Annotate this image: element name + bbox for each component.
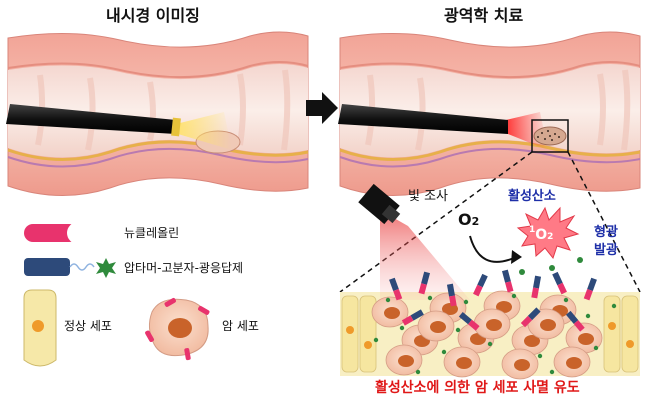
- aptamer-conjugate-icon: [24, 258, 116, 278]
- singlet-oxygen-burst: [516, 206, 580, 260]
- oxygen-o: O: [458, 210, 472, 229]
- singlet-superscript: 1: [529, 225, 536, 235]
- photosensitizer-dot: [463, 299, 469, 305]
- fluorescence-label-line1: 형광: [594, 225, 618, 240]
- tissue-cancer-nucleus: [384, 307, 400, 319]
- bound-conjugate: [418, 271, 431, 295]
- tissue-cancer-nucleus: [442, 303, 458, 315]
- photosensitizer-dot: [585, 313, 591, 319]
- light-source-lamp: [358, 183, 401, 225]
- legend-nucleolin-label: 뉴클레올린: [124, 226, 180, 240]
- singlet-o: O: [535, 227, 548, 243]
- bound-conjugate: [501, 269, 514, 293]
- photosensitizer-dot: [427, 295, 433, 301]
- right-intestine: [338, 31, 641, 197]
- singlet-subscript: 2: [547, 232, 554, 242]
- title-photodynamic-therapy: 광역학 치료: [444, 6, 524, 25]
- normal-cell-icon: [23, 289, 57, 367]
- nucleolin-icon: [24, 222, 89, 244]
- singlet-oxygen-label: 1O2: [529, 225, 554, 243]
- endoscope-left: [6, 104, 181, 137]
- photosensitizer-dot: [373, 337, 379, 343]
- photosensitizer-dot: [385, 297, 391, 303]
- photosensitizer-dot: [593, 345, 599, 351]
- tissue-cancer-nucleus: [398, 355, 414, 367]
- title-endoscopic-imaging: 내시경 이미징: [106, 6, 200, 25]
- legend-conjugate-label: 압타머-고분자-광응답제: [124, 261, 244, 275]
- endoscope-right: [338, 104, 508, 134]
- fluorescence-label-line2: 발광: [594, 243, 618, 258]
- reactive-oxygen-label: 활성산소: [508, 189, 556, 204]
- zoomed-tissue: [340, 210, 640, 380]
- bound-conjugate: [520, 307, 541, 328]
- caption-cell-death: 활성산소에 의한 암 세포 사멸 유도: [375, 380, 580, 396]
- bound-conjugate: [389, 277, 403, 301]
- bound-conjugate: [531, 275, 542, 299]
- tissue-cancer-nucleus: [514, 359, 530, 371]
- bound-conjugate: [552, 271, 567, 295]
- photosensitizer-dot: [563, 297, 569, 303]
- legend-cancer-cell-label: 암 세포: [222, 319, 259, 333]
- tissue-cancer-nucleus: [430, 321, 446, 333]
- photosensitizer-dot: [399, 325, 405, 331]
- bound-conjugate: [473, 273, 488, 297]
- oxygen-subscript: 2: [471, 215, 480, 228]
- cancer-cell-icon: [145, 298, 210, 361]
- tissue-cancer-nucleus: [496, 301, 512, 313]
- photosensitizer-dot: [511, 293, 517, 299]
- left-intestine: [6, 31, 309, 197]
- photosensitizer-dot: [611, 303, 617, 309]
- light-irradiation-label: 빛 조사: [408, 189, 449, 204]
- zoom-box: [531, 119, 569, 153]
- photosensitizer-dot: [415, 369, 421, 375]
- bound-conjugate: [565, 310, 585, 332]
- tissue-cancer-nucleus: [456, 357, 472, 369]
- bound-conjugate: [583, 277, 597, 301]
- tissue-cancer-nucleus: [540, 319, 556, 331]
- photosensitizer-dot: [537, 353, 543, 359]
- bound-conjugate: [458, 311, 480, 331]
- photosensitizer-dot: [455, 327, 461, 333]
- photosensitizer-dot: [487, 341, 493, 347]
- legend-normal-cell-label: 정상 세포: [64, 319, 112, 333]
- photosensitizer-dot: [441, 349, 447, 355]
- oxygen-label: O2: [458, 212, 479, 228]
- reaction-arrow: [469, 235, 515, 263]
- tissue-cancer-nucleus: [486, 319, 502, 331]
- next-arrow: [306, 92, 338, 124]
- bound-conjugate: [446, 283, 457, 307]
- tissue-cancer-nucleus: [524, 335, 540, 347]
- tissue-cancer-nucleus: [578, 333, 594, 345]
- bound-conjugate: [401, 309, 424, 326]
- photosensitizer-dot: [549, 369, 555, 375]
- tissue-cancer-nucleus: [566, 357, 582, 369]
- legend: [23, 222, 210, 367]
